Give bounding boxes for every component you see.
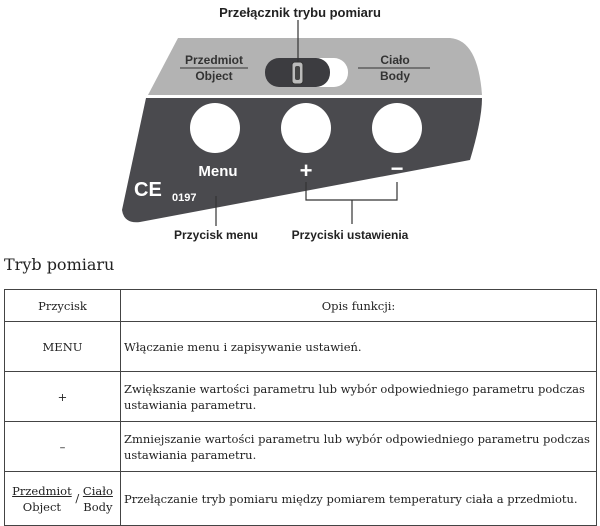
body-label-bottom: Body: [380, 69, 410, 83]
object-label-top: Przedmiot: [185, 53, 243, 67]
row-desc: Zmniejszanie wartości parametru lub wybó…: [120, 421, 597, 472]
menu-callout: Przycisk menu: [174, 228, 258, 242]
menu-button-label: Menu: [198, 163, 237, 180]
minus-button-label: −: [391, 156, 404, 181]
header-button: Przycisk: [4, 289, 121, 322]
plus-button[interactable]: [281, 103, 331, 153]
menu-button[interactable]: [190, 103, 240, 153]
table-row: + Zwiększanie wartości parametru lub wyb…: [4, 371, 597, 422]
key-separator: /: [75, 490, 80, 505]
row-key: –: [4, 421, 121, 472]
row-key: +: [4, 371, 121, 422]
table-header: Przycisk Opis funkcji:: [4, 289, 597, 322]
ce-number: 0197: [172, 192, 196, 204]
row-desc: Zwiększanie wartości parametru lub wybór…: [120, 371, 597, 422]
settings-callout: Przyciski ustawienia: [292, 228, 409, 242]
section-title: Tryb pomiaru: [4, 255, 115, 274]
row-desc: Przełączanie tryb pomiaru między pomiare…: [120, 471, 597, 526]
ce-mark: CE: [134, 179, 162, 201]
key-object-top: Przedmiot: [12, 483, 72, 498]
row-desc: Włączanie menu i zapisywanie ustawień.: [120, 321, 597, 372]
table-row: MENU Włączanie menu i zapisywanie ustawi…: [4, 321, 597, 372]
key-object-bottom: Object: [22, 499, 62, 514]
row-key: MENU: [4, 321, 121, 372]
plus-button-label: +: [300, 158, 313, 183]
key-body-top: Ciało: [82, 483, 113, 498]
table-row: – Zmniejszanie wartości parametru lub wy…: [4, 421, 597, 472]
body-label-top: Ciało: [380, 53, 409, 67]
switch-callout: Przełącznik trybu pomiaru: [219, 5, 381, 20]
thermometer-panel-diagram: Przełącznik trybu pomiaru Przedmiot Obje…: [122, 5, 482, 242]
object-label-bottom: Object: [195, 69, 232, 83]
minus-button[interactable]: [372, 103, 422, 153]
header-description: Opis funkcji:: [120, 289, 597, 322]
key-body-bottom: Body: [83, 499, 113, 514]
button-function-table: Przycisk Opis funkcji: MENU Włączanie me…: [4, 289, 597, 526]
